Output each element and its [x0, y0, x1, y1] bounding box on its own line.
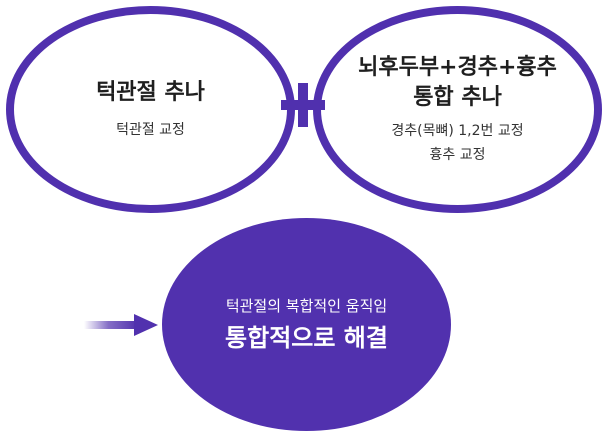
- right-circle-title-line2: 통합 추나: [413, 84, 502, 110]
- right-circle-subtitle-line1: 경추(목뼈) 1,2번 교정: [391, 122, 524, 139]
- result-title: 통합적으로 해결: [225, 323, 388, 352]
- right-circle-integrated-chuna: 뇌후두부+경추+흉추 통합 추나 경추(목뼈) 1,2번 교정 흉추 교정: [313, 6, 602, 213]
- result-circle: 턱관절의 복합적인 움직임 통합적으로 해결: [162, 218, 451, 431]
- result-subtitle: 턱관절의 복합적인 움직임: [225, 296, 388, 315]
- plus-icon: [281, 83, 325, 127]
- left-circle-tmj-chuna: 턱관절 추나 턱관절 교정: [6, 6, 295, 213]
- right-circle-subtitle-line2: 흉추 교정: [429, 146, 486, 163]
- arrow-right-icon: [84, 314, 158, 336]
- left-circle-title: 턱관절 추나: [96, 79, 205, 105]
- left-circle-subtitle: 턱관절 교정: [116, 121, 185, 138]
- right-circle-title-line1: 뇌후두부+경추+흉추: [358, 54, 557, 80]
